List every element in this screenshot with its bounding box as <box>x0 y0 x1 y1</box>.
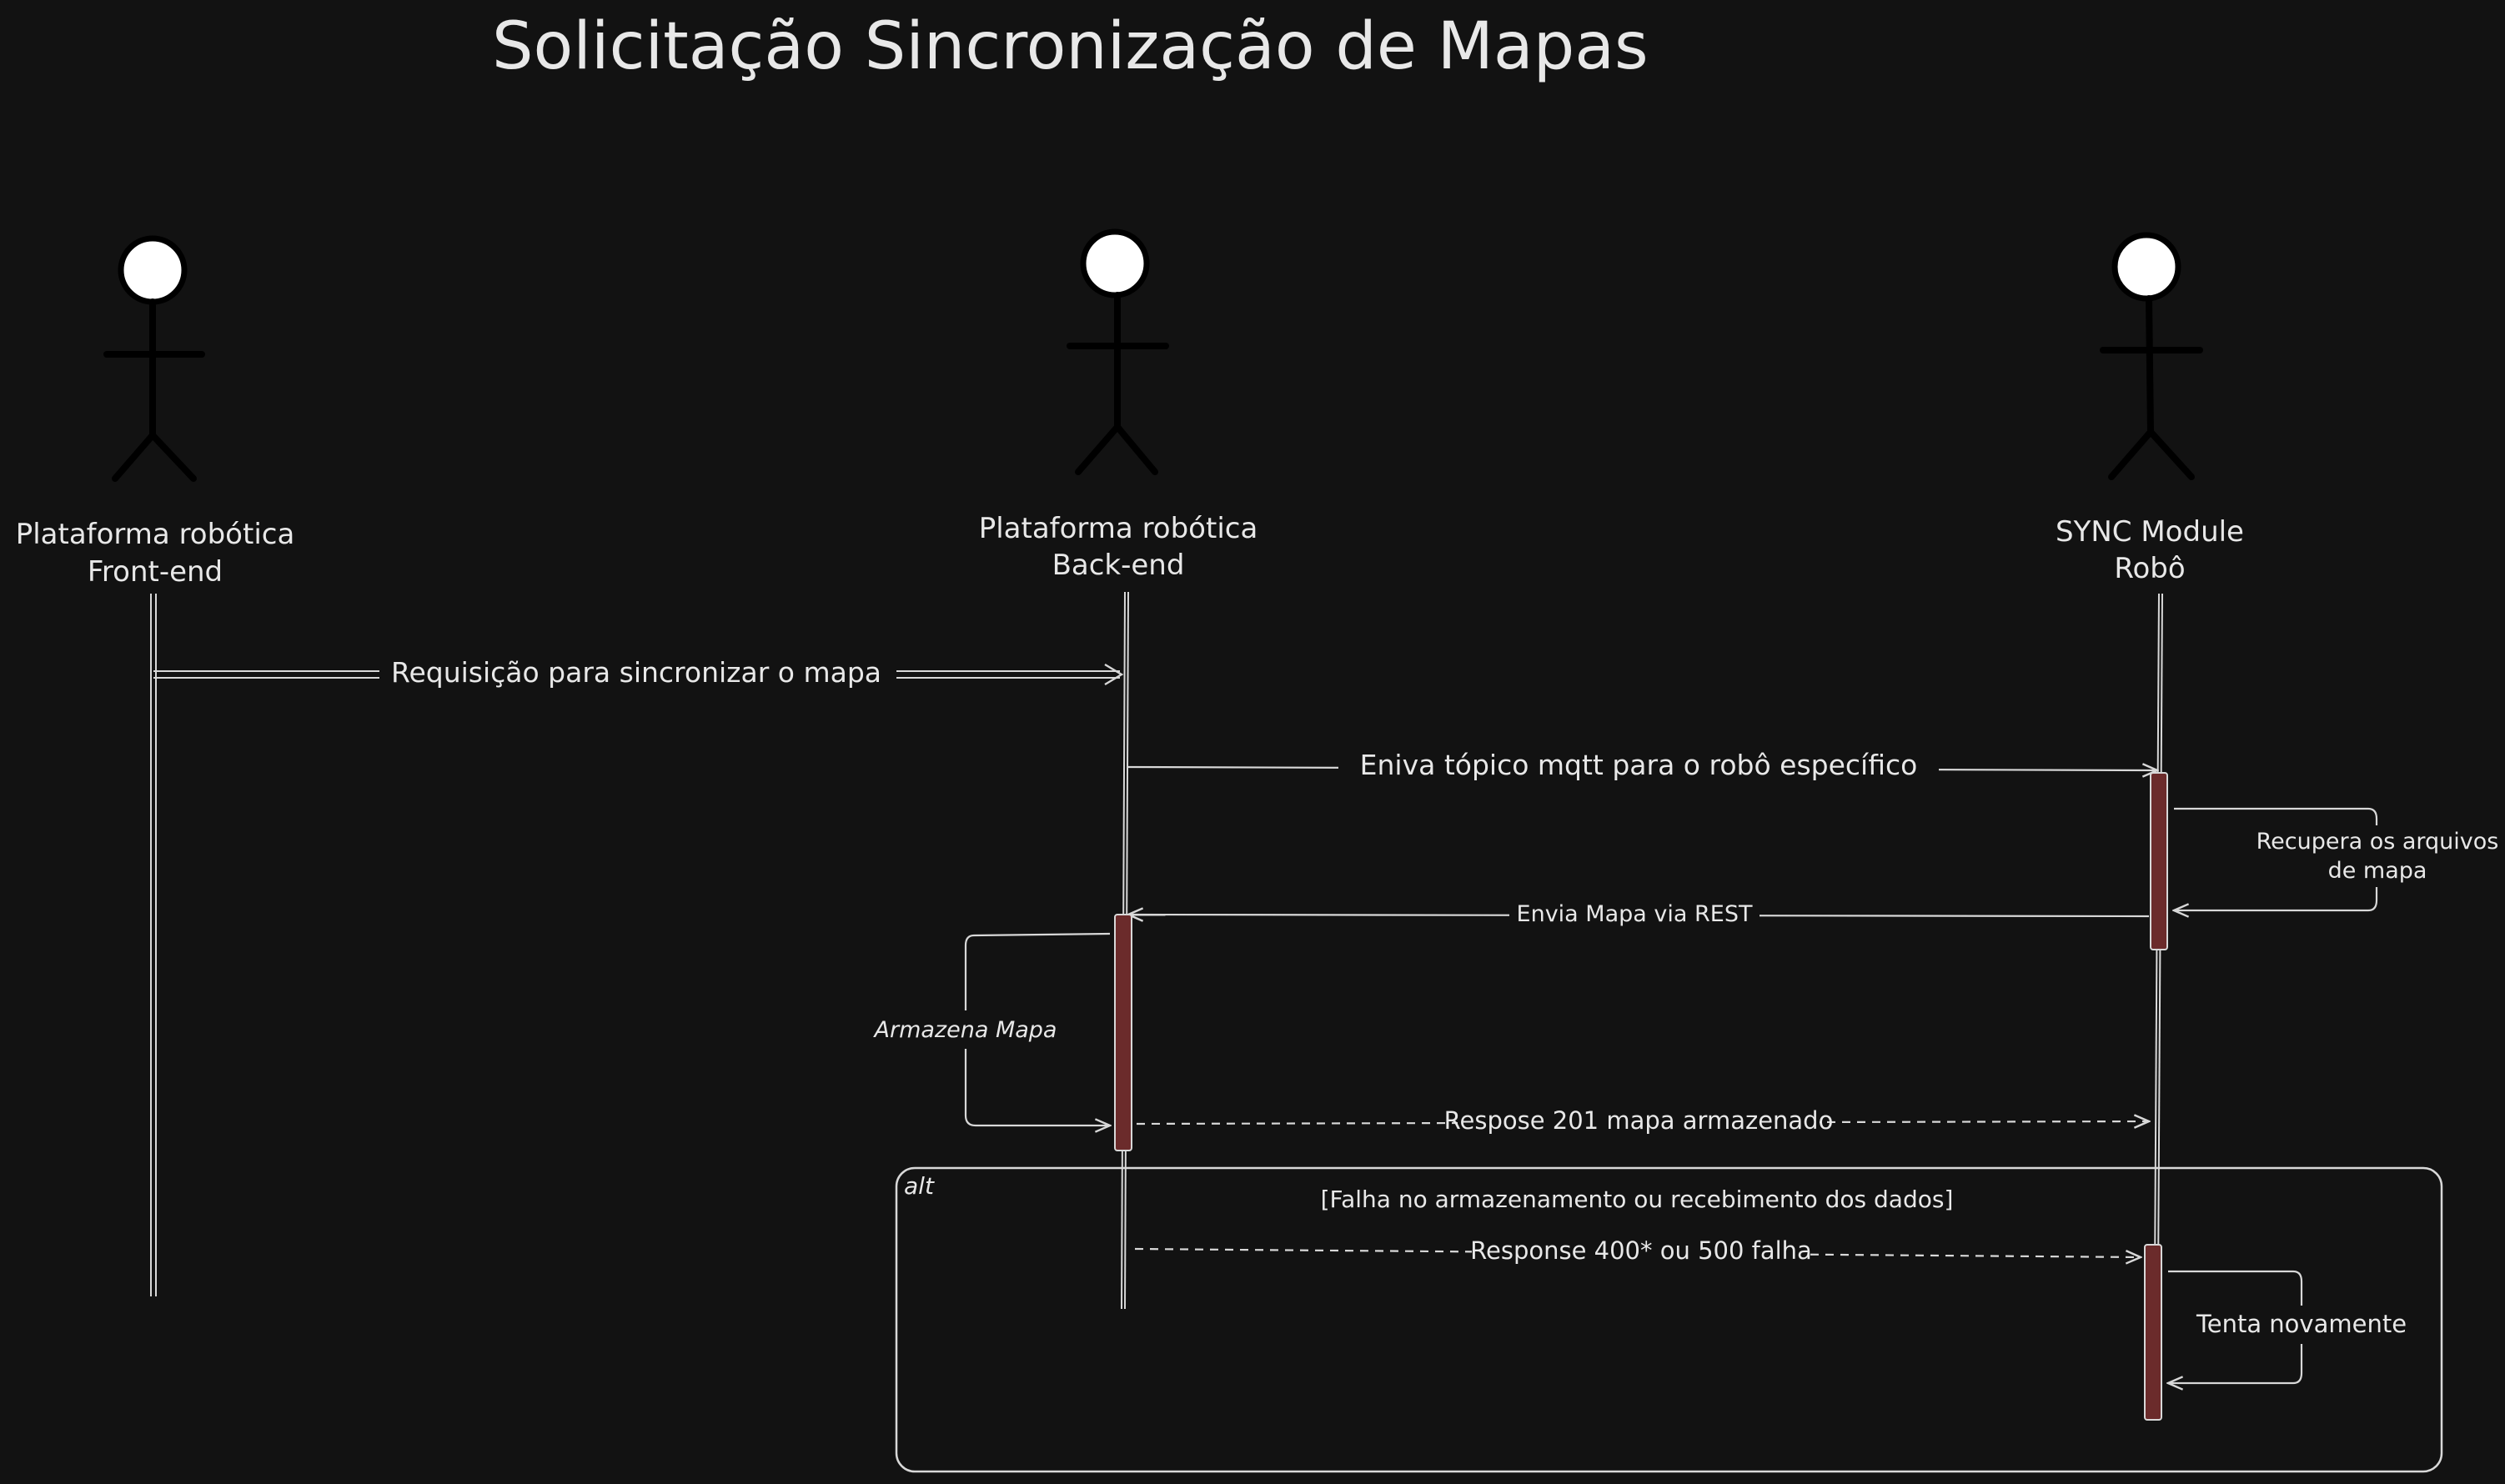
actor-frontend: Plataforma robótica Front-end <box>16 235 295 589</box>
message-request-sync: Requisição para sincronizar o mapa <box>153 655 1124 689</box>
self-message-label-line2: de mapa <box>2328 858 2427 884</box>
stick-figure-icon <box>103 235 205 482</box>
diagram-title: Solicitação Sincronização de Mapas <box>492 9 1649 84</box>
message-label: Eniva tópico mqtt para o robô específico <box>1360 749 1918 781</box>
self-message-recupera: Recupera os arquivos de mapa <box>2174 807 2505 910</box>
self-message-label: Tenta novamente <box>2196 1310 2407 1338</box>
lifeline-frontend <box>150 594 157 1296</box>
actor-label-line2: Front-end <box>88 555 223 589</box>
self-message-armazena: Armazena Mapa <box>871 932 1110 1126</box>
message-envia-mapa: Envia Mapa via REST <box>1128 899 2150 930</box>
alt-fragment: alt [Falha no armazenamento ou recebimen… <box>895 1166 2443 1473</box>
message-label: Response 400* ou 500 falha <box>1470 1236 1812 1265</box>
stick-figure-icon <box>2100 232 2203 480</box>
self-message-label-line1: Recupera os arquivos <box>2257 829 2499 855</box>
actor-sync: SYNC Module Robô <box>2056 232 2244 585</box>
self-message-tenta: Tenta novamente <box>2168 1270 2407 1383</box>
alt-operator-label: alt <box>904 1172 935 1200</box>
actor-label-line2: Robô <box>2114 552 2185 585</box>
message-response-failure: Response 400* ou 500 falha <box>1134 1234 2141 1267</box>
actor-label-line1: SYNC Module <box>2056 515 2244 549</box>
activation-bar-backend <box>1114 914 1132 1151</box>
activation-bar-sync-retry <box>2144 1244 2162 1421</box>
message-label: Respose 201 mapa armazenado <box>1444 1106 1834 1135</box>
alt-guard-label: [Falha no armazenamento ou recebimento d… <box>1321 1186 1954 1213</box>
activation-bar-sync <box>2150 772 2168 950</box>
actor-label-line1: Plataforma robótica <box>16 518 295 551</box>
message-label: Requisição para sincronizar o mapa <box>391 656 881 689</box>
self-message-label: Armazena Mapa <box>873 1017 1057 1043</box>
message-label: Envia Mapa via REST <box>1517 901 1753 927</box>
stick-figure-icon <box>1067 228 1169 475</box>
message-response-201: Respose 201 mapa armazenado <box>1136 1105 2149 1138</box>
actor-label-line1: Plataforma robótica <box>979 512 1258 545</box>
actor-label-line2: Back-end <box>1052 549 1185 582</box>
message-mqtt-topic: Eniva tópico mqtt para o robô específico <box>1126 747 2157 784</box>
actor-backend: Plataforma robótica Back-end <box>979 228 1258 582</box>
